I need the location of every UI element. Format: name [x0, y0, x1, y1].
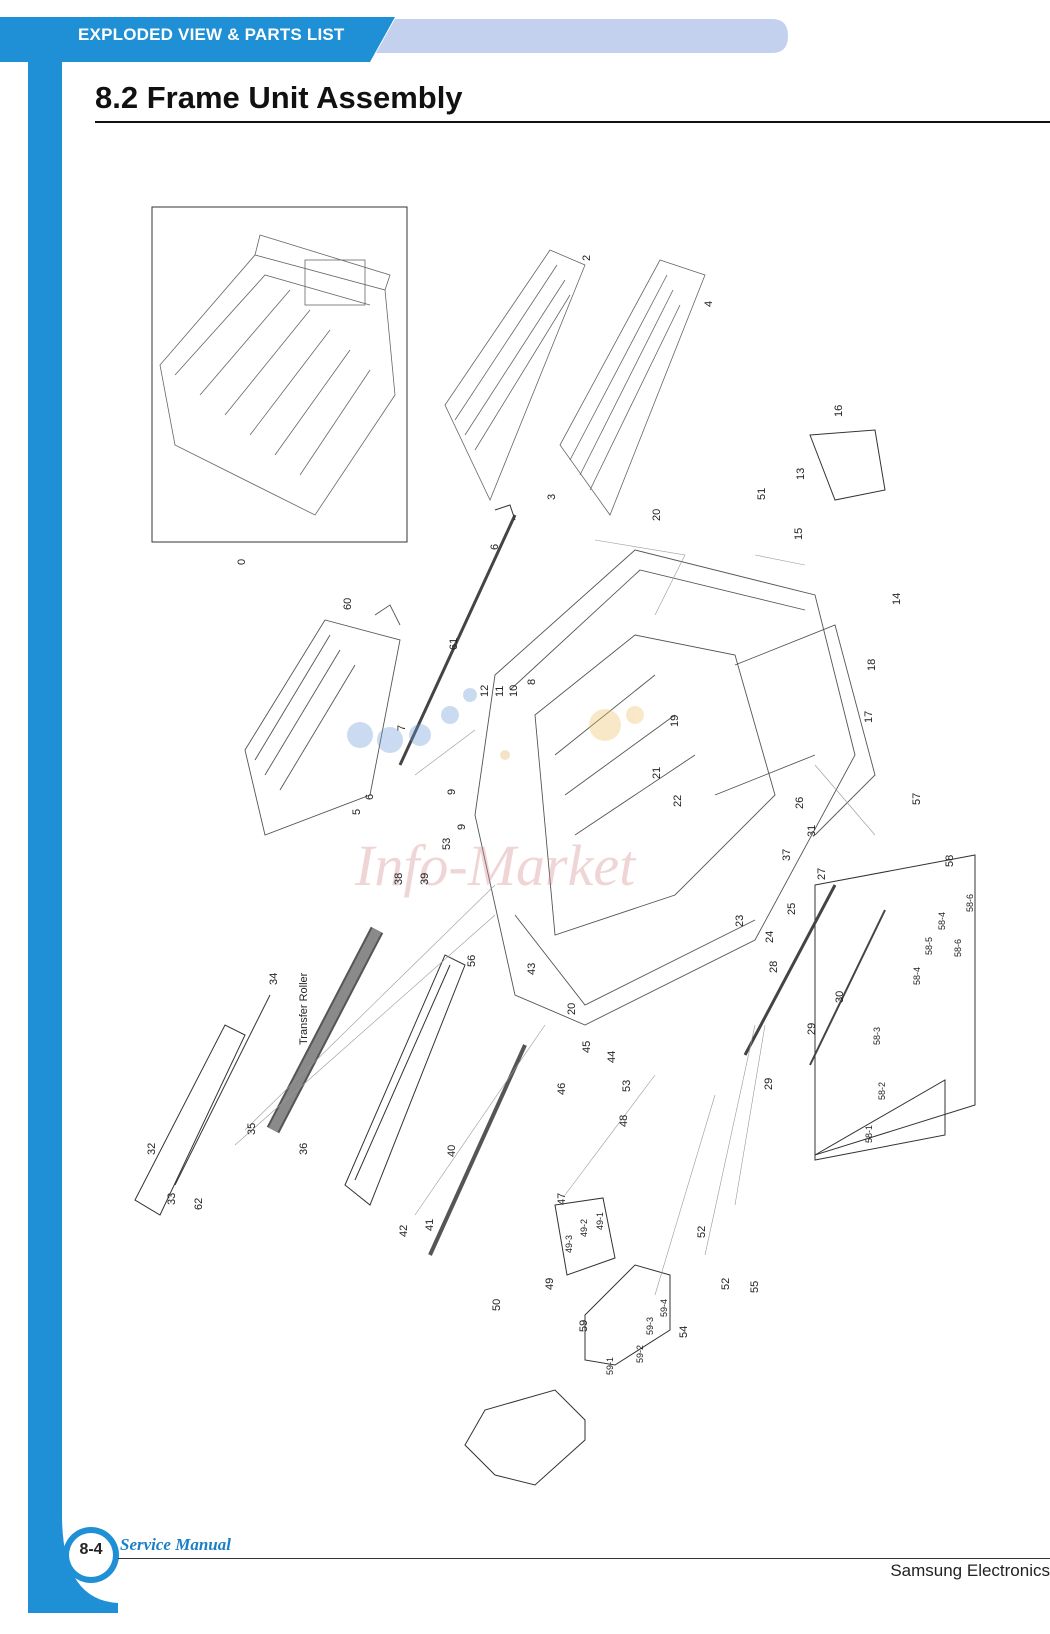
callout-49: 49 [544, 1278, 556, 1290]
callout-36: 36 [298, 1143, 310, 1155]
callout-59-4: 59-4 [659, 1299, 669, 1317]
callout-49-3: 49-3 [564, 1235, 574, 1253]
callout-18: 18 [866, 659, 878, 671]
manual-label: Service Manual [120, 1535, 231, 1554]
callout-58-3: 58-3 [872, 1027, 882, 1045]
callout-37: 37 [781, 849, 793, 861]
callout-28: 28 [768, 961, 780, 973]
callout-58-2: 58-2 [877, 1082, 887, 1100]
callout-13: 13 [795, 468, 807, 480]
callout-21: 21 [651, 767, 663, 779]
callout-54: 54 [678, 1326, 690, 1338]
callout-58-5: 58-5 [924, 937, 934, 955]
callout-6a: 6 [489, 544, 501, 550]
callout-33: 33 [166, 1193, 178, 1205]
callout-41: 41 [424, 1219, 436, 1231]
callout-58-6a: 58-6 [965, 894, 975, 912]
callout-22: 22 [672, 795, 684, 807]
callout-53a: 53 [441, 838, 453, 850]
page-title: 8.2 Frame Unit Assembly [95, 80, 463, 115]
callout-20a: 20 [651, 509, 663, 521]
callout-53b: 53 [621, 1080, 633, 1092]
callout-5: 5 [351, 809, 363, 815]
callout-2: 2 [581, 255, 593, 261]
callout-12: 12 [479, 685, 491, 697]
title-rule [95, 121, 1050, 123]
callout-40: 40 [446, 1145, 458, 1157]
callout-61: 61 [448, 638, 460, 650]
callout-59-2: 59-2 [635, 1345, 645, 1363]
callout-14: 14 [891, 593, 903, 605]
callout-58-4a: 58-4 [912, 967, 922, 985]
callout-3: 3 [546, 494, 558, 500]
callout-25: 25 [786, 903, 798, 915]
section-label: EXPLODED VIEW & PARTS LIST [78, 25, 345, 44]
callout-29a: 29 [806, 1023, 818, 1035]
callout-7: 7 [396, 725, 408, 731]
callout-11: 11 [494, 686, 506, 697]
callout-48: 48 [618, 1115, 630, 1127]
callout-45: 45 [581, 1041, 593, 1053]
callout-49-1: 49-1 [595, 1212, 605, 1230]
callout-0: 0 [236, 559, 248, 565]
callout-19: 19 [669, 715, 681, 727]
svg-text:Info-Market: Info-Market [354, 833, 637, 898]
callout-4: 4 [703, 301, 715, 307]
callout-17: 17 [863, 711, 875, 723]
callout-60: 60 [342, 598, 354, 610]
callout-26: 26 [794, 797, 806, 809]
callout-49-2: 49-2 [579, 1219, 589, 1237]
callout-56: 56 [466, 955, 478, 967]
callout-46: 46 [556, 1083, 568, 1095]
callout-59: 59 [578, 1320, 590, 1332]
callout-47: 47 [556, 1193, 568, 1205]
footer-rule [118, 1558, 1050, 1559]
callout-transfer-roller: Transfer Roller [298, 972, 310, 1045]
watermark: Info-Market [347, 688, 644, 898]
callout-15: 15 [793, 528, 805, 540]
callout-58-1: 58-1 [864, 1125, 874, 1143]
callout-59-3: 59-3 [645, 1317, 655, 1335]
callout-8: 8 [526, 679, 538, 685]
callout-23: 23 [734, 915, 746, 927]
callout-32: 32 [146, 1143, 158, 1155]
callout-29b: 29 [763, 1078, 775, 1090]
callout-62: 62 [193, 1198, 205, 1210]
callout-10: 10 [508, 685, 520, 697]
callout-55: 55 [749, 1281, 761, 1293]
callout-58: 58 [944, 855, 956, 867]
callout-16: 16 [833, 405, 845, 417]
callout-24: 24 [764, 931, 776, 943]
callout-50: 50 [491, 1299, 503, 1311]
callout-30: 30 [834, 991, 846, 1003]
callout-35: 35 [246, 1123, 258, 1135]
callout-51: 51 [756, 488, 768, 500]
callout-57: 57 [911, 793, 923, 805]
callout-27: 27 [816, 868, 828, 880]
callout-20b: 20 [566, 1003, 578, 1015]
callout-9a: 9 [446, 789, 458, 795]
company-name: Samsung Electronics [890, 1561, 1050, 1580]
callout-42: 42 [398, 1225, 410, 1237]
callout-44: 44 [606, 1051, 618, 1063]
callout-52a: 52 [696, 1226, 708, 1238]
callout-9b: 9 [456, 824, 468, 830]
callout-43: 43 [526, 963, 538, 975]
callout-31: 31 [806, 825, 818, 837]
callout-58-4b: 58-4 [937, 912, 947, 930]
callout-52b: 52 [720, 1278, 732, 1290]
callout-39: 39 [419, 873, 431, 885]
callout-38: 38 [393, 873, 405, 885]
exploded-view-diagram: Info-Market 0 2 3 4 5 6 6 7 8 9 9 10 11 … [134, 206, 976, 1486]
callout-58-6b: 58-6 [953, 939, 963, 957]
callout-34: 34 [268, 973, 280, 985]
callout-59-1: 59-1 [605, 1357, 615, 1375]
callout-6b: 6 [364, 794, 376, 800]
page-number: 8-4 [79, 1541, 103, 1558]
